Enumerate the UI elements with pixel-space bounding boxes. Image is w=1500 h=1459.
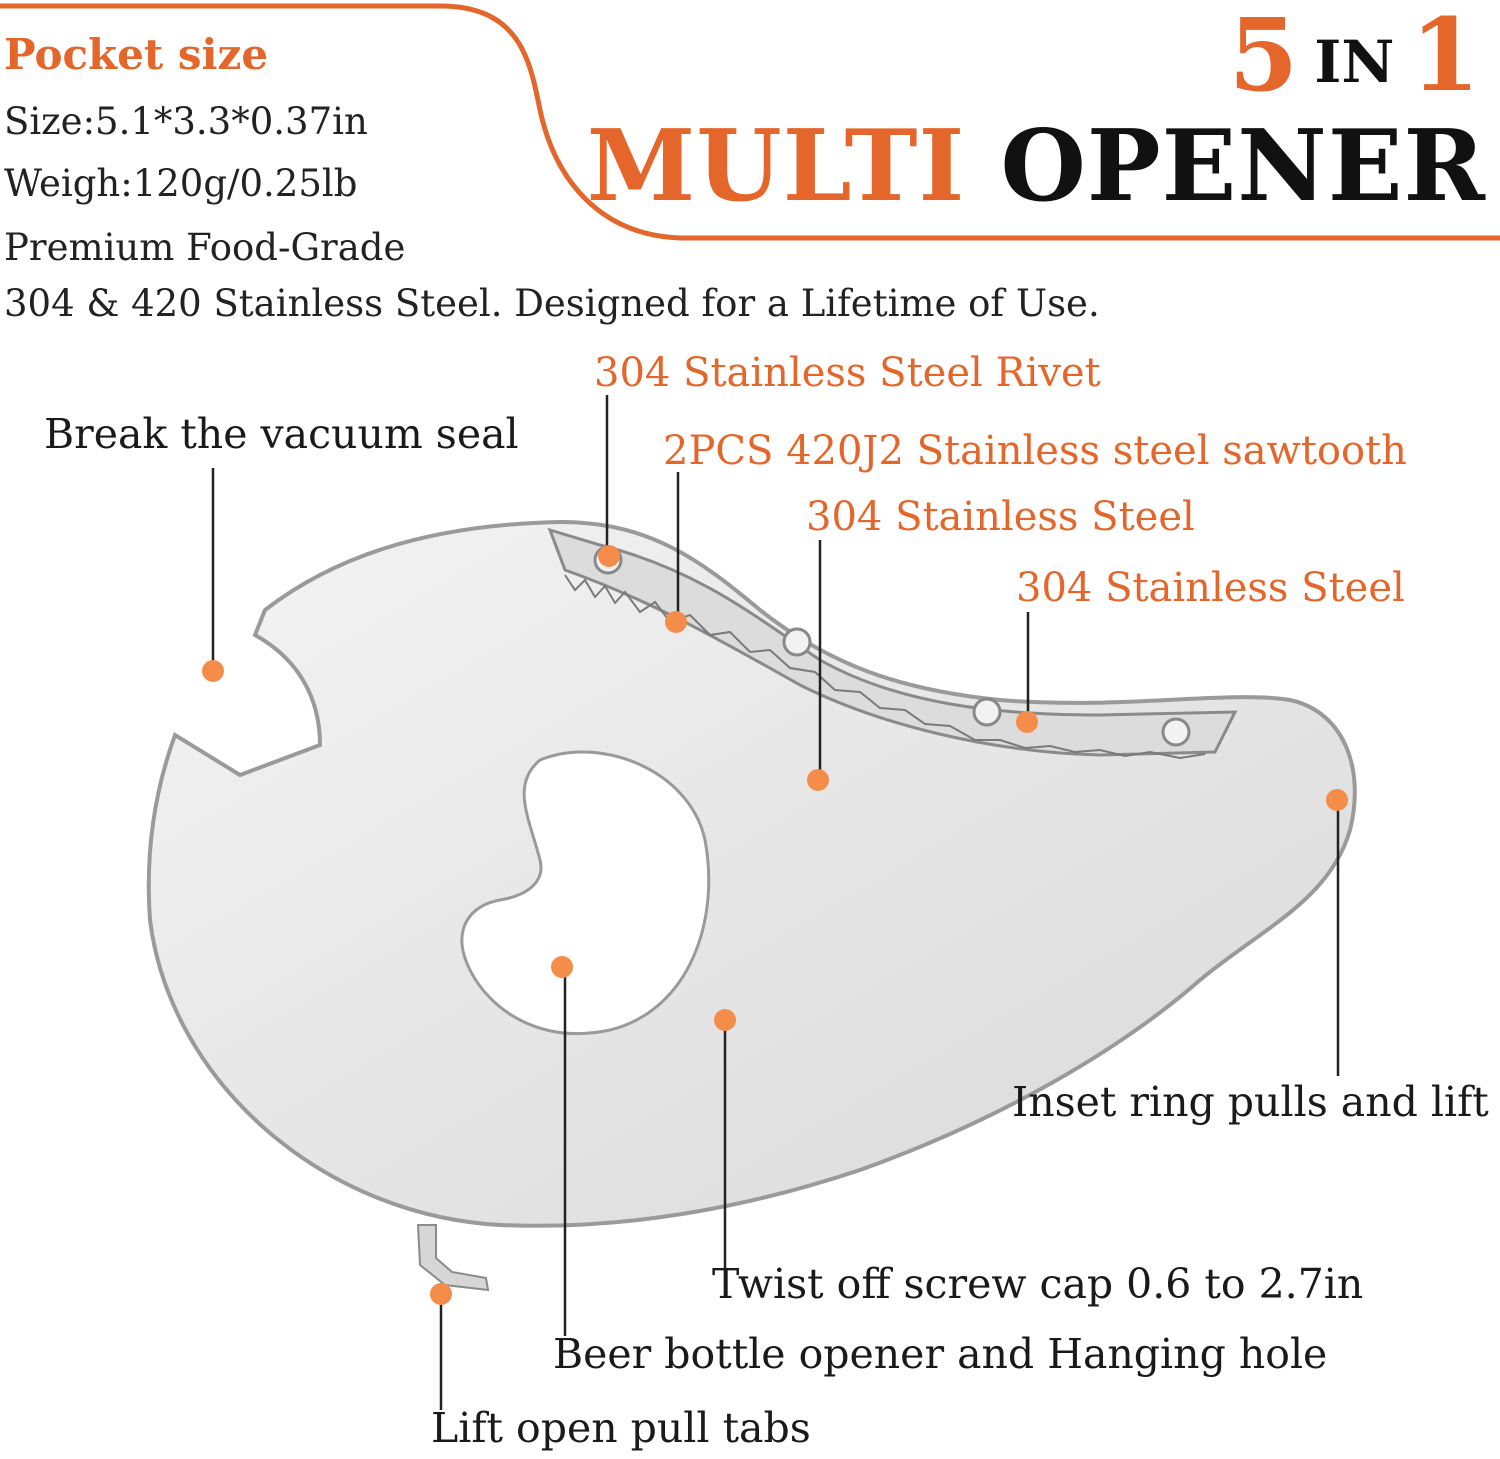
title-number-5: 5 bbox=[1228, 0, 1299, 114]
rivet-4 bbox=[1161, 717, 1191, 747]
sawtooth-teeth bbox=[564, 574, 1206, 760]
title-in: IN bbox=[1314, 28, 1395, 96]
dot-sawtooth bbox=[665, 611, 687, 633]
pull-tab-hook bbox=[416, 1224, 490, 1292]
material-spec-line2: 304 & 420 Stainless Steel. Designed for … bbox=[4, 282, 1100, 325]
callout-pull-tabs: Lift open pull tabs bbox=[431, 1404, 811, 1452]
callout-bottle: Beer bottle opener and Hanging hole bbox=[553, 1330, 1328, 1378]
callout-steel-a: 304 Stainless Steel bbox=[806, 494, 1195, 540]
callout-ring-pull: Inset ring pulls and lift bbox=[1012, 1078, 1489, 1126]
title-number-1: 1 bbox=[1410, 0, 1480, 114]
dot-bottle bbox=[551, 956, 573, 978]
rivet-3 bbox=[972, 697, 1002, 727]
title-word-multi: MULTI bbox=[586, 109, 966, 224]
rivet-2 bbox=[782, 627, 812, 657]
callout-rivet: 304 Stainless Steel Rivet bbox=[594, 350, 1101, 396]
dot-steel-a bbox=[807, 769, 829, 791]
dot-screw-cap bbox=[714, 1009, 736, 1031]
dot-pull-tabs bbox=[430, 1283, 452, 1305]
size-spec: Size:5.1*3.3*0.37in bbox=[4, 100, 368, 143]
title-multi-opener: MULTI OPENER bbox=[587, 112, 1486, 222]
dot-ring-pull bbox=[1326, 789, 1348, 811]
opener-body bbox=[146, 519, 1357, 1228]
callout-sawtooth: 2PCS 420J2 Stainless steel sawtooth bbox=[663, 428, 1407, 474]
dot-rivet bbox=[598, 545, 620, 567]
material-spec-line1: Premium Food-Grade bbox=[4, 226, 406, 269]
callout-screw-cap: Twist off screw cap 0.6 to 2.7in bbox=[712, 1260, 1364, 1308]
callout-vacuum: Break the vacuum seal bbox=[44, 410, 519, 458]
title-word-opener: OPENER bbox=[1000, 109, 1486, 224]
pocket-size-heading: Pocket size bbox=[4, 30, 269, 79]
dot-vacuum bbox=[202, 660, 224, 682]
callout-steel-b: 304 Stainless Steel bbox=[1016, 565, 1405, 611]
bottle-opener-hole bbox=[460, 750, 711, 1035]
dot-steel-b bbox=[1016, 711, 1038, 733]
weight-spec: Weigh:120g/0.25lb bbox=[4, 162, 358, 205]
